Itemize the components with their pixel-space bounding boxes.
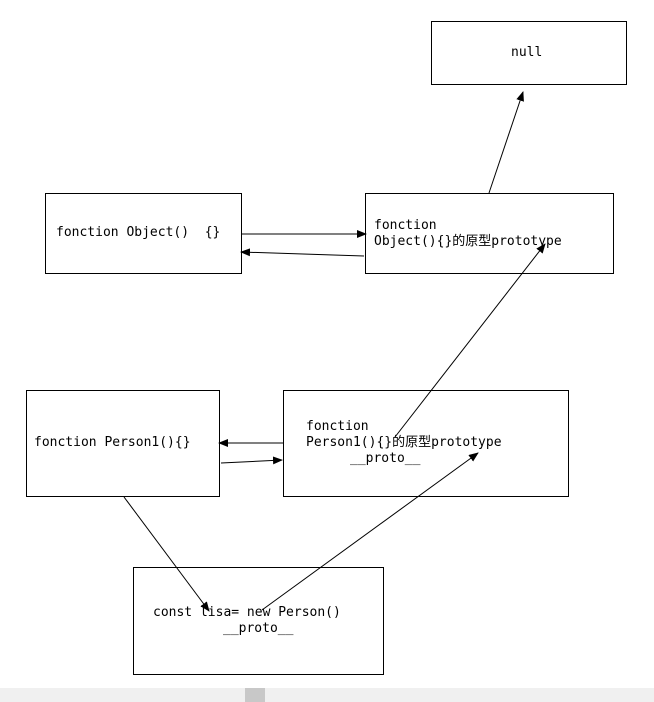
arrow-person-fn-to-instance bbox=[123, 496, 210, 612]
instance-label-line2: __proto__ bbox=[223, 621, 294, 636]
person-prototype-label-line2: Person1(){}的原型prototype bbox=[306, 435, 502, 450]
object-prototype-label-line2: Object(){}的原型prototype bbox=[374, 234, 562, 249]
null-box: null bbox=[431, 21, 627, 85]
object-function-label: fonction Object() {} bbox=[56, 225, 221, 240]
object-prototype-label-line1: fonction bbox=[374, 218, 437, 233]
object-function-box: fonction Object() {} bbox=[45, 193, 242, 274]
arrow-person-fn-to-person-proto bbox=[220, 456, 283, 465]
horizontal-scrollbar[interactable] bbox=[0, 688, 654, 702]
object-prototype-box: fonction Object(){}的原型prototype bbox=[365, 193, 614, 274]
person-function-box: fonction Person1(){} bbox=[26, 390, 220, 497]
instance-label-line1: const lisa= new Person() bbox=[153, 605, 341, 620]
person-prototype-label-line3: __proto__ bbox=[350, 451, 421, 466]
instance-box: const lisa= new Person() __proto__ bbox=[133, 567, 384, 675]
person-prototype-box: fonction Person1(){}的原型prototype __proto… bbox=[283, 390, 569, 497]
null-label: null bbox=[511, 45, 543, 60]
arrow-object-proto-to-null bbox=[488, 91, 524, 194]
arrow-instance-to-person-proto bbox=[261, 452, 479, 611]
arrow-object-proto-to-object-fn bbox=[240, 248, 365, 257]
person-function-label: fonction Person1(){} bbox=[34, 435, 191, 450]
scrollbar-thumb[interactable] bbox=[245, 688, 265, 702]
person-prototype-label-line1: fonction bbox=[306, 419, 369, 434]
arrow-person-proto-to-object-proto bbox=[394, 243, 546, 438]
